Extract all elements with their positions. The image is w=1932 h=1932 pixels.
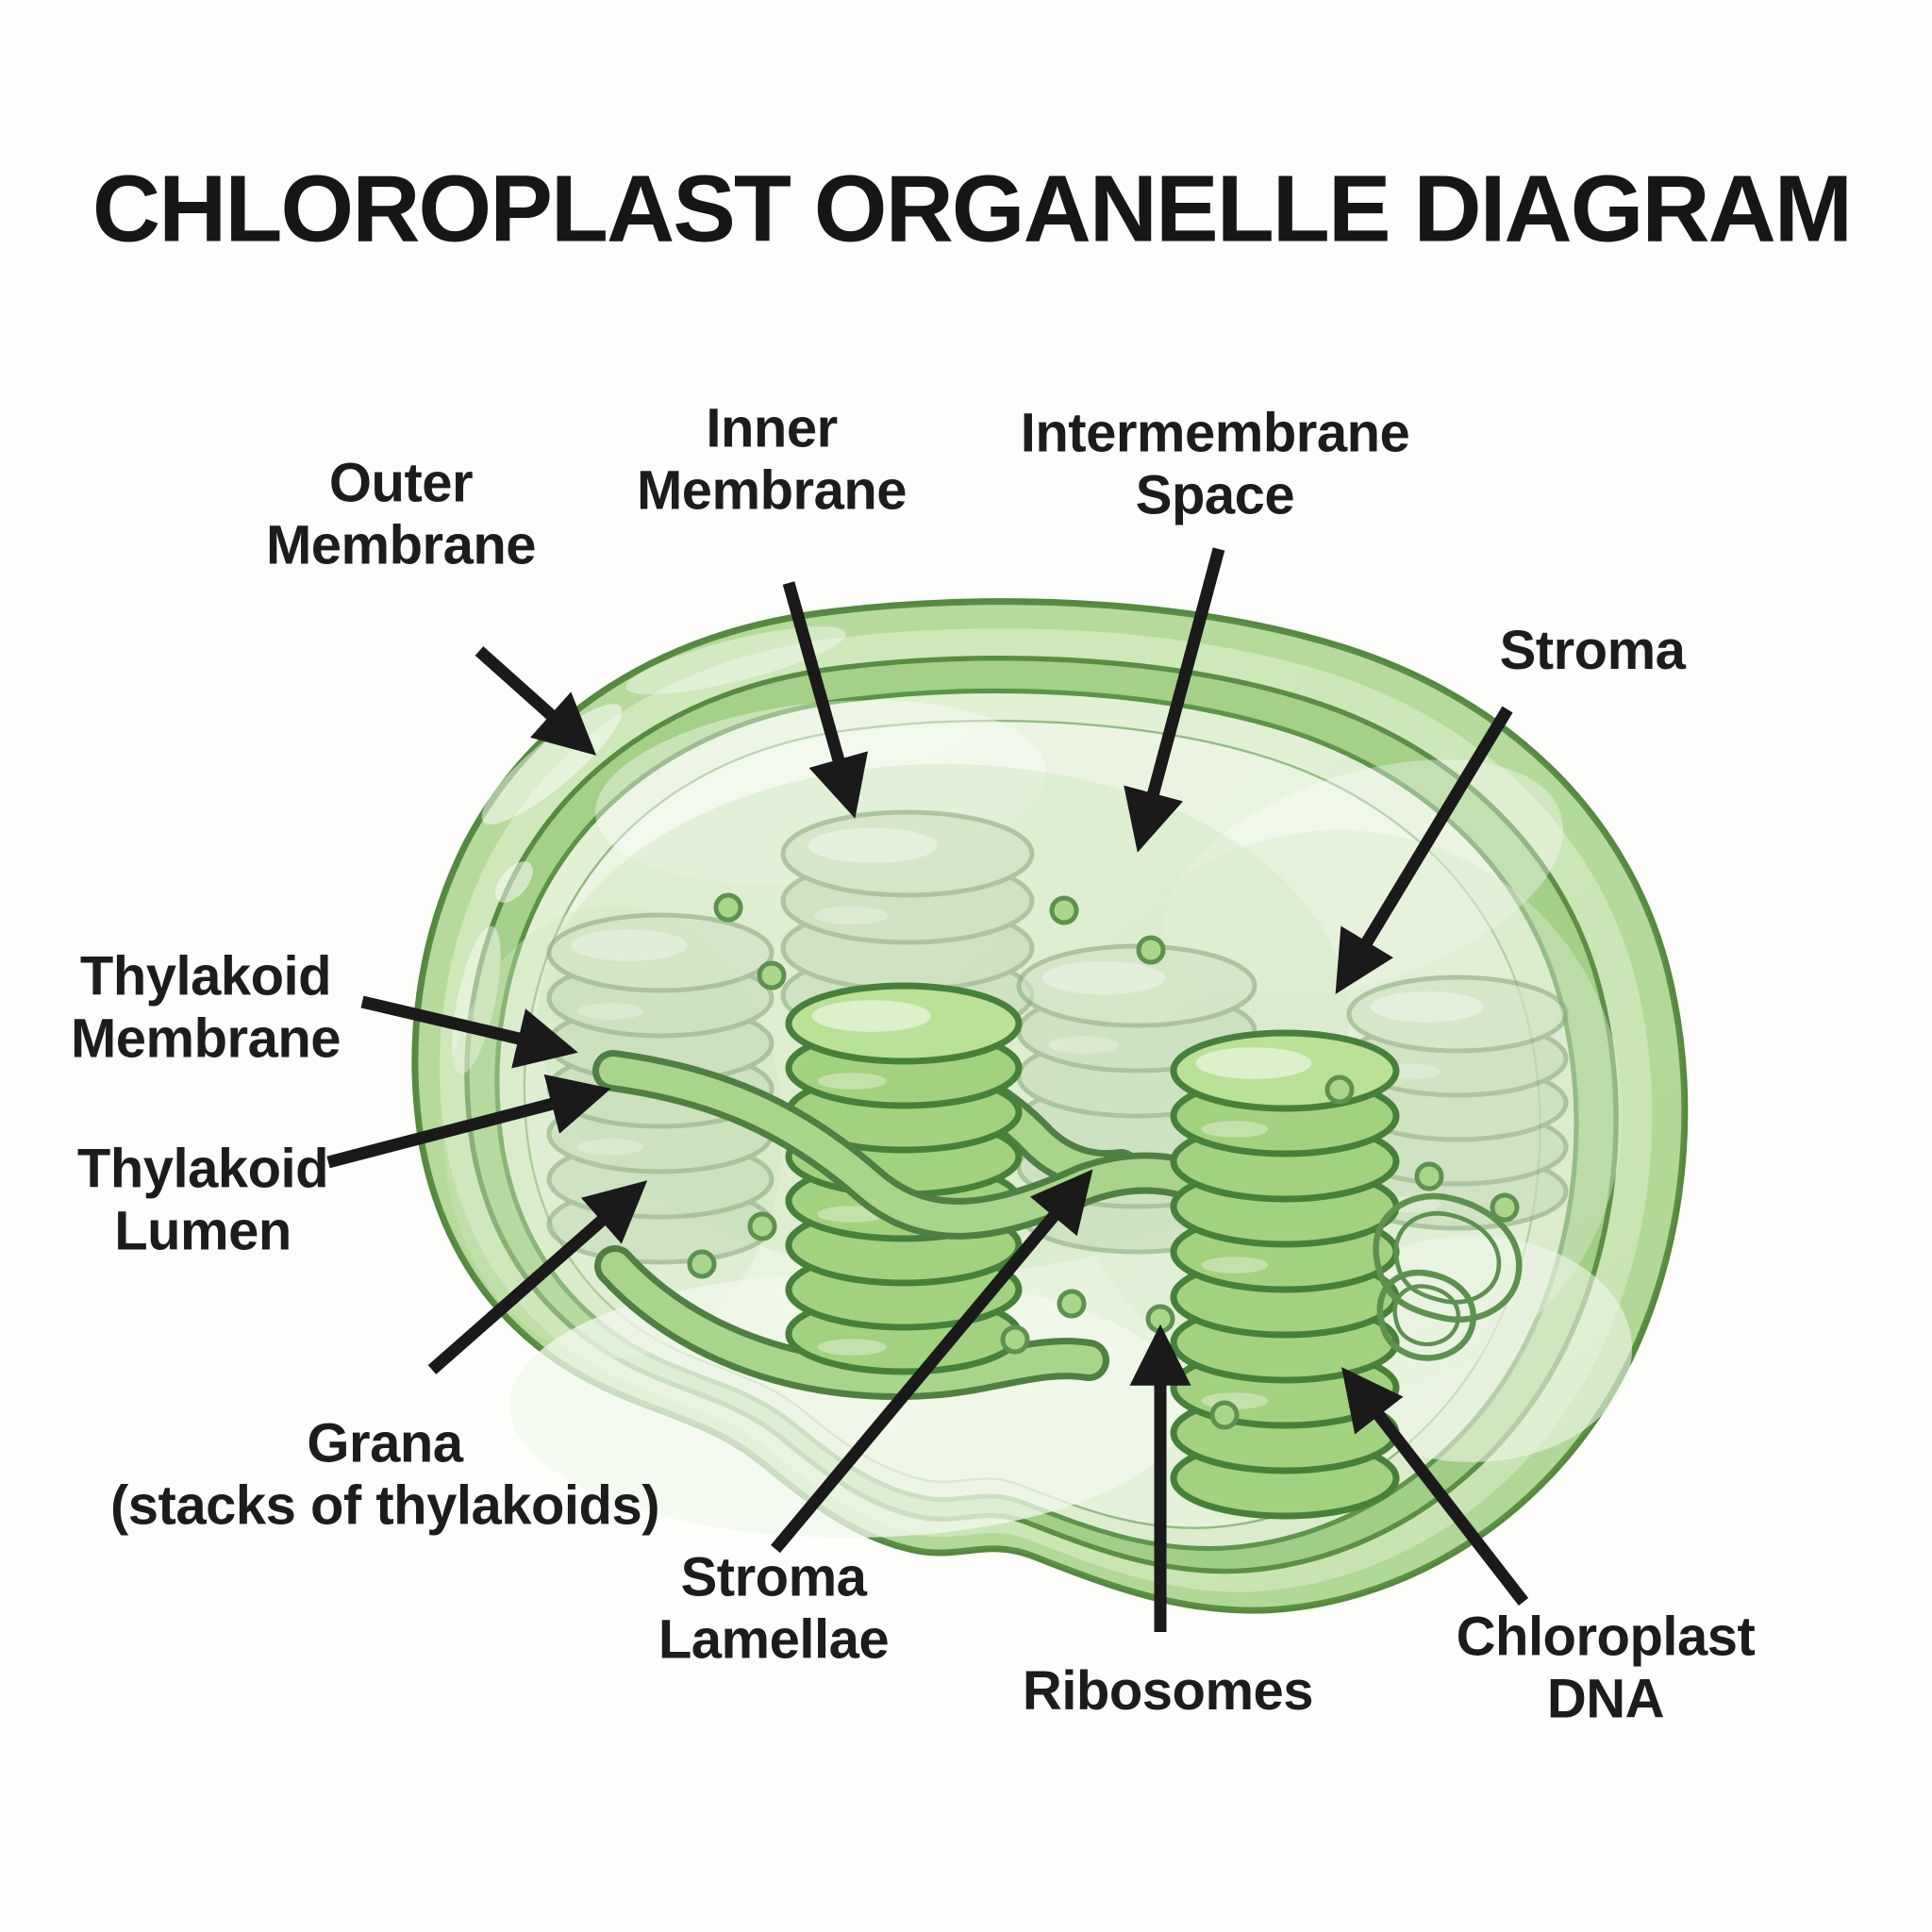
label-chloroplast-dna: Chloroplast DNA bbox=[1456, 1606, 1756, 1729]
disk-sheen bbox=[1048, 1036, 1120, 1054]
thylakoid-disk bbox=[546, 912, 774, 993]
disk-highlight bbox=[811, 1000, 932, 1032]
thylakoid-disk bbox=[1016, 943, 1257, 1028]
disk-highlight bbox=[1195, 1047, 1312, 1079]
granum-center bbox=[785, 982, 1023, 1375]
arrow-grana bbox=[427, 1180, 648, 1374]
label-outer-membrane: Outer Membrane bbox=[265, 452, 537, 575]
chloroplast-dna-loops bbox=[1373, 1192, 1523, 1361]
granum-tall bbox=[1170, 1029, 1400, 1520]
arrow-inner-membrane bbox=[782, 581, 869, 819]
arrow-thylakoid-membrane bbox=[360, 995, 578, 1069]
thylakoid-disk bbox=[780, 809, 1035, 898]
ribosome-dots bbox=[687, 892, 1520, 1430]
disk-sheen bbox=[1201, 1121, 1269, 1138]
label-stroma-lamellae: Stroma Lamellae bbox=[658, 1546, 890, 1670]
grana-stack-tall bbox=[1170, 1029, 1400, 1520]
label-arrows bbox=[326, 547, 1529, 1632]
disk-highlight bbox=[1371, 991, 1484, 1023]
disk-highlight bbox=[808, 827, 938, 863]
thylakoid-disk bbox=[1346, 974, 1569, 1054]
label-ribosomes: Ribosomes bbox=[1022, 1660, 1314, 1723]
label-intermembrane-space: Intermembrane Space bbox=[1020, 402, 1410, 525]
disk-sheen bbox=[817, 1073, 887, 1090]
grana-stack-center bbox=[785, 982, 1023, 1375]
granum-faded-top bbox=[780, 809, 1035, 1040]
page-title: CHLOROPLAST ORGANELLE DIAGRAM bbox=[92, 156, 1853, 262]
disk-sheen bbox=[814, 906, 890, 925]
arrow-stroma bbox=[1335, 706, 1513, 994]
disk-highlight bbox=[571, 929, 688, 961]
label-grana: Grana (stacks of thylakoids) bbox=[109, 1412, 660, 1536]
disk-highlight bbox=[1042, 960, 1165, 995]
arrow-stroma-lamellae bbox=[771, 1169, 1093, 1554]
label-inner-membrane: Inner Membrane bbox=[636, 397, 908, 521]
disk-sheen bbox=[1201, 1257, 1269, 1274]
arrow-intermembrane-space bbox=[1124, 547, 1225, 853]
disk-sheen bbox=[817, 1339, 887, 1356]
arrow-thylakoid-lumen bbox=[326, 1074, 611, 1169]
disk-sheen bbox=[576, 1003, 644, 1020]
arrow-chloroplast-dna bbox=[1341, 1367, 1529, 1606]
arrow-outer-membrane bbox=[475, 646, 597, 756]
label-stroma: Stroma bbox=[1499, 620, 1686, 682]
label-thylakoid-lumen: Thylakoid Lumen bbox=[76, 1138, 329, 1261]
disk-sheen bbox=[576, 1139, 644, 1156]
label-thylakoid-membrane: Thylakoid Membrane bbox=[70, 945, 341, 1069]
